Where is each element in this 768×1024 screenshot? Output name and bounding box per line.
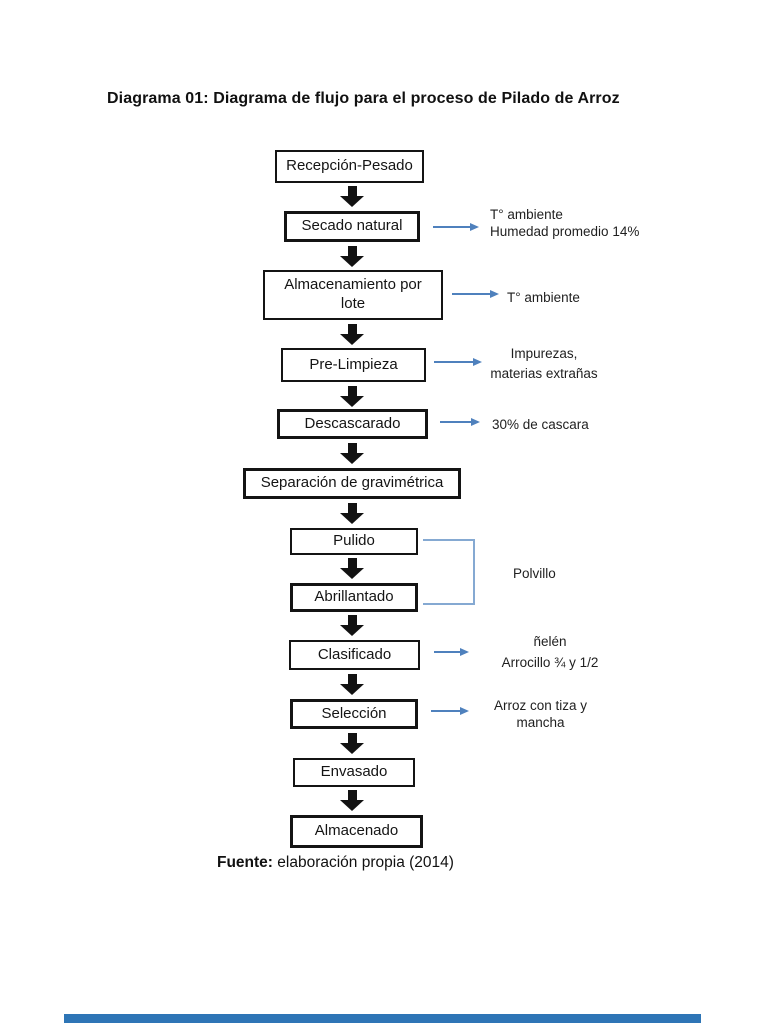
annotation-line: Humedad promedio 14% bbox=[490, 224, 640, 239]
source-caption-text: elaboración propia (2014) bbox=[272, 854, 454, 871]
flow-step-clasificado: Clasificado bbox=[289, 640, 420, 670]
right-arrow-icon bbox=[452, 290, 499, 298]
annotation-line: T° ambiente bbox=[490, 207, 563, 222]
annotation-line: T° ambiente bbox=[507, 290, 580, 305]
down-arrow-icon bbox=[340, 443, 364, 464]
annotation-descascarado: 30% de cascara bbox=[492, 416, 589, 433]
flow-step-pulido: Pulido bbox=[290, 528, 418, 555]
bracket-connector bbox=[423, 539, 475, 605]
flow-step-envasado: Envasado bbox=[293, 758, 415, 787]
right-arrow-icon bbox=[431, 707, 469, 715]
annotation-line: materias extrañas bbox=[490, 366, 598, 381]
flow-step-almacenado: Almacenado bbox=[290, 815, 423, 848]
down-arrow-icon bbox=[340, 790, 364, 811]
flow-step-descascarado: Descascarado bbox=[277, 409, 428, 439]
flow-step-almacenamiento-por-lote: Almacenamiento por lote bbox=[263, 270, 443, 320]
right-arrow-icon bbox=[434, 358, 482, 366]
right-arrow-icon bbox=[434, 648, 469, 656]
down-arrow-icon bbox=[340, 503, 364, 524]
footer-bar bbox=[64, 1014, 701, 1023]
down-arrow-icon bbox=[340, 558, 364, 579]
annotation-line: Arroz con tiza y bbox=[493, 698, 588, 713]
annotation-secado: T° ambiente Humedad promedio 14% bbox=[490, 206, 639, 240]
flow-step-recepcion-pesado: Recepción-Pesado bbox=[275, 150, 424, 183]
source-caption: Fuente: elaboración propia (2014) bbox=[217, 854, 454, 872]
annotation-seleccion: Arroz con tiza y mancha bbox=[468, 697, 613, 731]
right-arrow-icon bbox=[433, 223, 479, 231]
annotation-almacenamiento: T° ambiente bbox=[507, 289, 580, 306]
annotation-prelimpieza: Impurezas, materias extrañas bbox=[468, 344, 620, 384]
annotation-polvillo: Polvillo bbox=[513, 565, 556, 582]
annotation-line: mancha bbox=[516, 715, 565, 730]
annotation-line: Impurezas, bbox=[510, 346, 578, 361]
annotation-line: Arrocillo ¾ y 1/2 bbox=[501, 655, 599, 670]
annotation-clasificado: ñelén Arrocillo ¾ y 1/2 bbox=[475, 631, 625, 673]
down-arrow-icon bbox=[340, 246, 364, 267]
down-arrow-icon bbox=[340, 674, 364, 695]
flow-step-pre-limpieza: Pre-Limpieza bbox=[281, 348, 426, 382]
source-caption-label: Fuente: bbox=[217, 854, 273, 871]
annotation-line: ñelén bbox=[533, 634, 567, 649]
page-title: Diagrama 01: Diagrama de flujo para el p… bbox=[107, 90, 620, 107]
annotation-line: 30% de cascara bbox=[492, 417, 589, 432]
down-arrow-icon bbox=[340, 615, 364, 636]
annotation-line: Polvillo bbox=[513, 566, 556, 581]
right-arrow-icon bbox=[440, 418, 480, 426]
down-arrow-icon bbox=[340, 186, 364, 207]
down-arrow-icon bbox=[340, 324, 364, 345]
flow-step-abrillantado: Abrillantado bbox=[290, 583, 418, 612]
flow-step-separacion-gravimetrica: Separación de gravimétrica bbox=[243, 468, 461, 499]
down-arrow-icon bbox=[340, 733, 364, 754]
flow-step-secado-natural: Secado natural bbox=[284, 211, 420, 242]
down-arrow-icon bbox=[340, 386, 364, 407]
flow-step-seleccion: Selección bbox=[290, 699, 418, 729]
